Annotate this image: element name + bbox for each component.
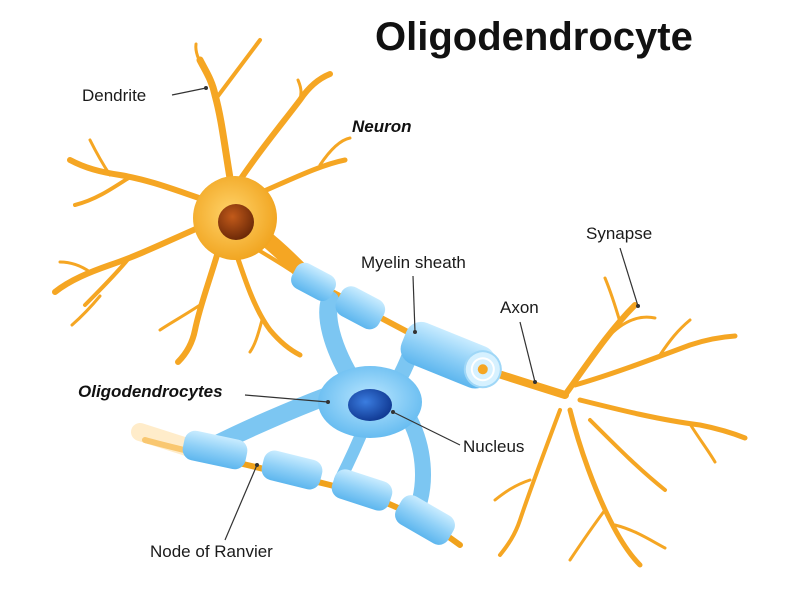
leader-node-of-ranvier [224,464,258,541]
label-oligodendrocytes: Oligodendrocytes [78,382,223,401]
leader-nucleus [392,411,461,446]
label-myelin-sheath: Myelin sheath [361,253,466,272]
myelin-segments-upper [291,262,502,389]
neuron-nucleus [218,204,254,240]
leader-oligodendrocytes [244,394,329,403]
label-synapse: Synapse [586,224,652,243]
label-neuron: Neuron [352,117,412,136]
diagram-title: Oligodendrocyte [375,15,693,59]
label-node-of-ranvier: Node of Ranvier [150,542,273,561]
label-axon: Axon [500,298,539,317]
leader-myelin-sheath [412,275,416,333]
leader-axon [519,321,536,383]
leader-dendrite [171,87,207,96]
label-nucleus: Nucleus [463,437,524,456]
leader-synapse [619,247,639,307]
label-dendrite: Dendrite [82,86,146,105]
myelin-segments-lower [182,430,455,545]
oligodendrocyte-nucleus [348,389,392,421]
